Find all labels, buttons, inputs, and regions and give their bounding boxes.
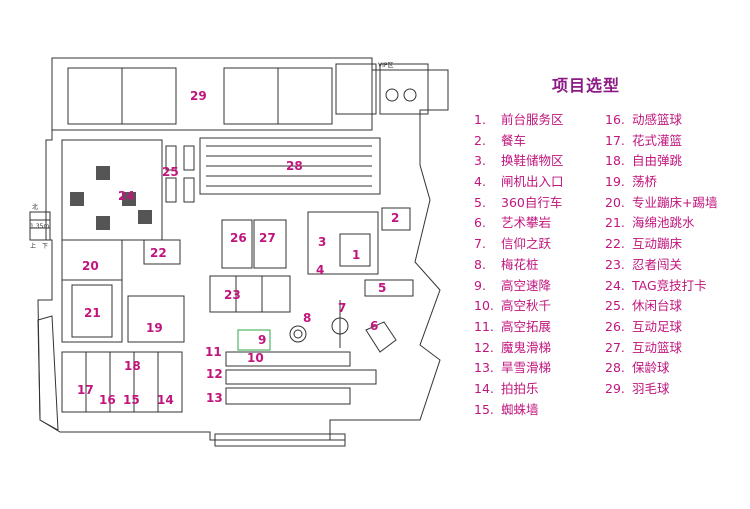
zone-3: 3 <box>318 235 326 249</box>
legend-item: 17.花式灌篮 <box>605 132 683 148</box>
legend-item: 14.拍拍乐 <box>474 380 539 396</box>
zone-24: 24 <box>118 189 135 203</box>
interactive-trampoline-area <box>143 239 181 265</box>
zone-23: 23 <box>224 288 241 302</box>
zone-28: 28 <box>286 159 303 173</box>
zone-15: 15 <box>123 393 140 407</box>
zone-1: 1 <box>352 248 360 262</box>
legend-item: 10.高空秋千 <box>474 298 552 314</box>
legend-column-1: 1.前台服务区 2.餐车 3.换鞋储物区 4.闸机出入口 5.360自行车 6.… <box>474 110 564 420</box>
climbing-area <box>365 321 397 353</box>
outer-wall <box>37 57 449 441</box>
reception-area <box>307 211 379 275</box>
legend-item: 7.信仰之跃 <box>474 236 552 252</box>
zone-20: 20 <box>82 259 99 273</box>
zone-9: 9 <box>258 333 266 347</box>
bowling-area <box>199 137 381 195</box>
zone-18: 18 <box>124 359 141 373</box>
legend-item: 6.艺术攀岩 <box>474 215 552 231</box>
legend-item: 23.忍者闯关 <box>605 256 683 272</box>
swing-bridge-area <box>127 295 185 343</box>
legend-item: 29.羽毛球 <box>605 380 670 396</box>
legend-item: 27.互动篮球 <box>605 339 683 355</box>
legend-item: 1.前台服务区 <box>474 112 564 127</box>
legend-item: 25.休闲台球 <box>605 298 683 314</box>
legend-title: 项目选型 <box>552 76 621 95</box>
zone-6: 6 <box>370 319 378 333</box>
zone-16: 16 <box>99 393 116 407</box>
legend-column-2: 16.动感篮球 17.花式灌篮 18.自由弹跳 19.荡桥 20.专业蹦床+踢墙… <box>605 110 717 400</box>
foam-pit-area <box>61 279 123 343</box>
north-text: 北 <box>32 203 38 211</box>
legend-item: 18.自由弹跳 <box>605 153 683 169</box>
legend-item: 21.海绵池跳水 <box>605 215 695 231</box>
legend-item: 8.梅花桩 <box>474 256 539 272</box>
zone-22: 22 <box>150 246 167 260</box>
zone-4: 4 <box>316 263 324 277</box>
legend-item: 13.旱雪滑梯 <box>474 360 552 376</box>
zone-7: 7 <box>338 301 346 315</box>
stair-down-text: 下 <box>42 243 48 250</box>
tag-area <box>61 139 163 241</box>
ninja-area <box>209 275 291 313</box>
legend-item: 4.闸机出入口 <box>474 174 564 190</box>
stair-up-text: 上 <box>30 242 36 250</box>
legend-item: 24.TAG竞技打卡 <box>605 277 707 293</box>
food-cart-area <box>381 207 411 231</box>
zone-2: 2 <box>391 211 399 225</box>
legend-item: 19.荡桥 <box>605 174 658 190</box>
zone-19: 19 <box>146 321 163 335</box>
zone-12: 12 <box>206 367 223 381</box>
zone-17: 17 <box>77 383 94 397</box>
zone-8: 8 <box>303 311 311 325</box>
stair <box>29 211 51 241</box>
legend-item: 28.保龄球 <box>605 360 670 376</box>
plum-pile <box>289 325 307 343</box>
zone-14: 14 <box>157 393 174 407</box>
vip-text: VIP区 <box>378 62 394 69</box>
badminton-area <box>51 57 373 131</box>
speed-drop-marker <box>237 329 271 351</box>
zone-25: 25 <box>162 165 179 179</box>
legend-item: 26.互动足球 <box>605 318 683 334</box>
legend-item: 20.专业蹦床+踢墙 <box>605 194 718 210</box>
legend-item: 12.魔鬼滑梯 <box>474 339 552 355</box>
zone-27: 27 <box>259 231 276 245</box>
zone-5: 5 <box>378 281 386 295</box>
zone-26: 26 <box>230 231 247 245</box>
legend-item: 15.蜘蛛墙 <box>474 401 539 417</box>
dimension-text: 1.35m <box>30 223 49 230</box>
floor-plan: VIP区 北 上 下 1.35m 1 2 3 4 5 6 7 8 9 10 11… <box>29 57 449 447</box>
legend-item: 5.360自行车 <box>474 194 563 210</box>
legend-item: 9.高空速降 <box>474 277 552 293</box>
zone-13: 13 <box>206 391 223 405</box>
legend-item: 22.互动蹦床 <box>605 236 683 252</box>
bike-360-area <box>364 279 414 297</box>
legend-item: 11.高空拓展 <box>474 318 552 334</box>
legend-item: 16.动感篮球 <box>605 112 683 127</box>
zone-29: 29 <box>190 89 207 103</box>
legend: 项目选型 1.前台服务区 2.餐车 3.换鞋储物区 4.闸机出入口 5.360自… <box>470 68 748 498</box>
interactive-basketball-area <box>253 219 287 269</box>
zone-11: 11 <box>205 345 222 359</box>
zone-10: 10 <box>247 351 264 365</box>
vip-room <box>335 63 377 115</box>
legend-item: 2.餐车 <box>474 132 527 148</box>
interactive-football-area <box>221 219 253 269</box>
ball-area <box>61 351 183 413</box>
legend-item: 3.换鞋储物区 <box>474 153 564 169</box>
zone-21: 21 <box>84 306 101 320</box>
